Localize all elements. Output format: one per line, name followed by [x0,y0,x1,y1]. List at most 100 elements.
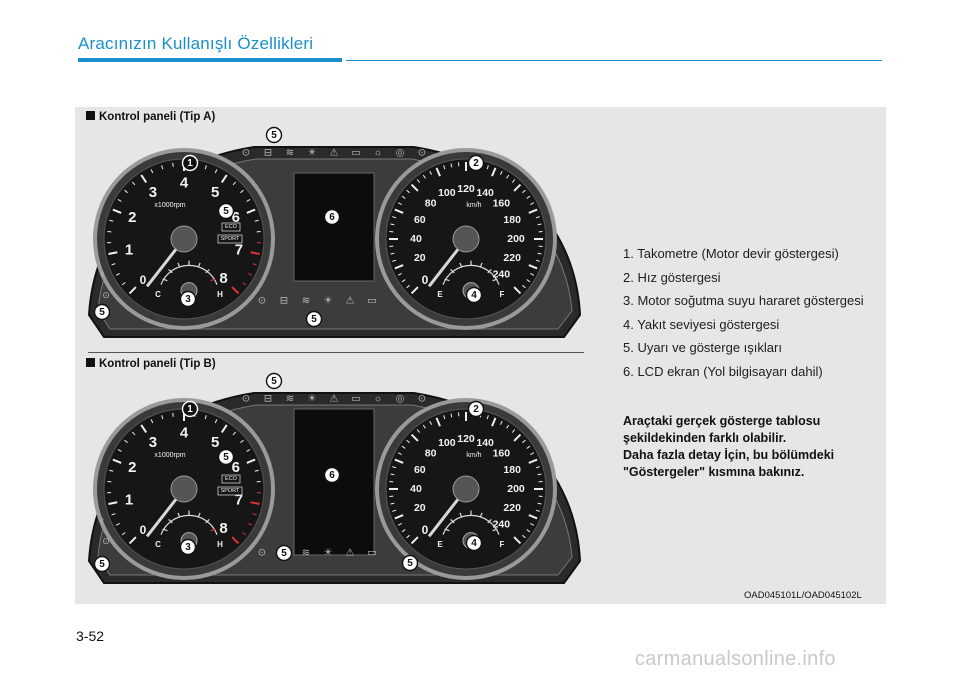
gauge-number: 200 [507,233,525,245]
callout-number: 5 [281,548,287,559]
panel-b-label-text: Kontrol paneli (Tip B) [99,358,216,370]
sport-label: SPORT [221,488,240,494]
warning-light-icon: ☀ [324,296,333,307]
warning-light-icon: ⚠ [346,548,355,559]
callout-number: 5 [407,558,413,569]
warning-light-icon: ⊙ [258,548,266,559]
callout-number: 5 [223,206,229,217]
gauge-number: 3 [149,184,157,201]
gauge-hub [171,226,197,252]
callout-number: 3 [185,542,191,553]
gauge-zero-label: 0 [140,273,147,287]
gauge-number: 6 [232,459,240,476]
gauge-number: 3 [149,434,157,451]
warning-light-icon: ⚠ [346,296,355,307]
eco-label: ECO [225,476,238,482]
gauge-number: 120 [457,183,475,195]
side-indicator-icon: ♀ [98,270,106,281]
gauge-hub [453,476,479,502]
warning-light-icon: ≋ [286,148,294,159]
warning-light-icon: ☀ [308,148,317,159]
gauge-number: 2 [128,459,136,476]
gauge-number: 8 [219,270,227,287]
gauge-tick [173,413,174,417]
gauge-unit: km/h [466,452,481,459]
gauge-unit: x1000rpm [154,202,185,209]
warning-light-icon: ◎ [396,394,405,405]
side-indicator-icon: ⊙ [102,290,110,300]
gauge-number: 8 [219,520,227,537]
side-indicator-icon: ♀ [98,516,106,527]
gauge-number: 7 [235,241,243,258]
callout-number: 5 [99,307,105,318]
subgauge-left-label: E [437,290,443,299]
gauge-number: 100 [438,437,456,449]
callout-number: 5 [99,559,105,570]
gauge-number: 220 [503,502,521,514]
subgauge-right-label: F [500,540,505,549]
gauge-number: 160 [493,198,511,210]
warning-light-icon: ≋ [302,548,310,559]
subgauge-left-label: E [437,540,443,549]
warning-light-icon: ☼ [373,148,382,159]
side-indicator-icon: ⊙ [102,536,110,546]
gauge-number: 5 [211,434,219,451]
warning-light-icon: ≋ [302,296,310,307]
callout-number: 4 [471,538,477,549]
gauge-zero-label: 0 [422,273,429,287]
sport-label: SPORT [221,236,240,242]
note-line: Daha fazla detay İçin, bu bölümdeki [623,447,883,464]
subgauge-right-label: F [500,290,505,299]
warning-light-icon: ⊙ [418,148,426,159]
gauge-number: 140 [476,187,494,199]
subgauge-right-label: H [217,540,223,549]
dashboard-type-a: ⊙⊟≋☀⚠▭☼◎⊙012345678x1000rpmCH020406080100… [84,125,584,345]
callout-number: 5 [311,314,317,325]
legend-list: 1. Takometre (Motor devir göstergesi) 2.… [623,242,864,383]
gauge-number: 80 [425,448,437,460]
list-item: 5. Uyarı ve gösterge ışıkları [623,336,864,360]
gauge-number: 200 [507,483,525,495]
gauge-number: 5 [211,184,219,201]
list-item: 4. Yakıt seviyesi göstergesi [623,313,864,337]
gauge-hub [171,476,197,502]
figure-codes: OAD045101L/OAD045102L [744,590,862,601]
lcd-screen [294,173,374,281]
gauge-number: 140 [476,437,494,449]
gauge-number: 100 [438,187,456,199]
callout-number: 6 [329,212,335,223]
subgauge-right-label: H [217,290,223,299]
warning-light-icon: ⊙ [242,394,250,405]
subgauge-left-label: C [155,290,161,299]
list-item: 2. Hız göstergesi [623,266,864,290]
gauge-hub [453,226,479,252]
warning-light-icon: ▭ [367,548,376,559]
subgauge-left-label: C [155,540,161,549]
gauge-number: 220 [503,252,521,264]
gauge-number: 60 [414,464,426,476]
gauge-number: 2 [128,209,136,226]
callout-number: 1 [187,404,193,415]
callout-number: 5 [271,376,277,387]
gauge-number: 4 [180,175,189,192]
gauge-number: 120 [457,433,475,445]
warning-light-icon: ☀ [308,394,317,405]
gauge-number: 40 [410,483,422,495]
gauge-number: 20 [414,252,426,264]
warning-light-icon: ☀ [324,548,333,559]
warning-light-icon: ⊟ [280,296,288,307]
panel-a-label: Kontrol paneli (Tip A) [86,111,215,123]
note-line: "Göstergeler" kısmına bakınız. [623,464,883,481]
callout-number: 1 [187,158,193,169]
header-rule-thick [78,58,342,62]
warning-light-icon: ▭ [351,394,360,405]
warning-light-icon: ⚠ [330,394,339,405]
note-paragraph: Araçtaki gerçek gösterge tablosu şekilde… [623,413,883,481]
panel-b-label: Kontrol paneli (Tip B) [86,358,216,370]
warning-light-icon: ⊟ [264,148,272,159]
header-rule-thin [346,60,882,61]
warning-light-icon: ≋ [286,394,294,405]
gauge-zero-label: 0 [422,523,429,537]
note-line: Araçtaki gerçek gösterge tablosu [623,413,883,430]
eco-label: ECO [225,224,238,230]
